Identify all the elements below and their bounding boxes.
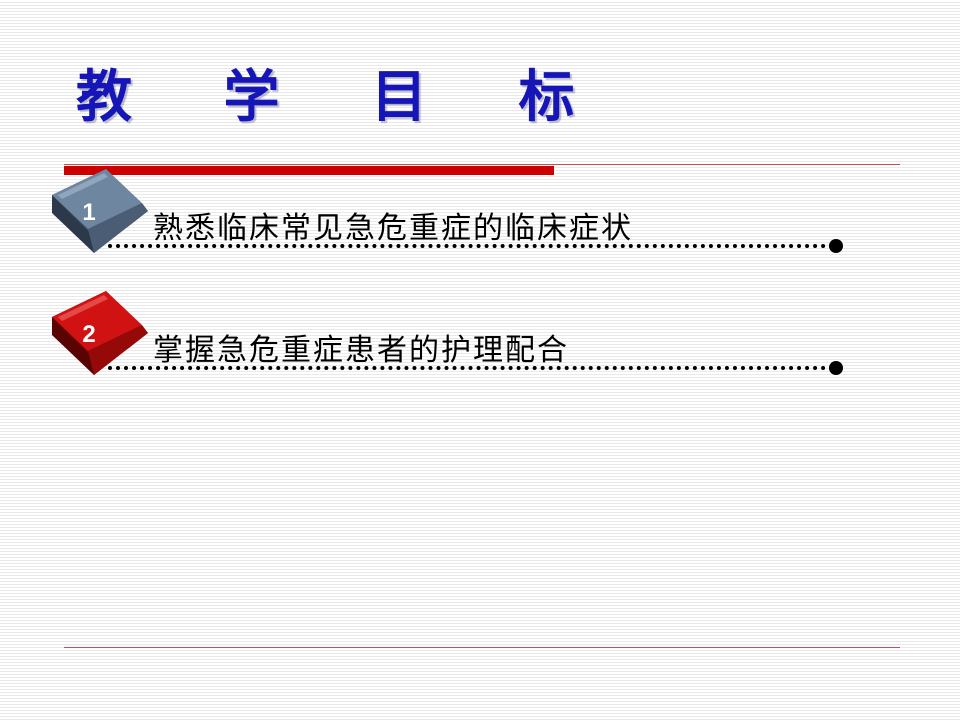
objective-item-1: 1 熟悉临床常见急危重症的临床症状 <box>48 165 848 265</box>
title-divider-thin <box>64 164 900 165</box>
slide-title: 教 学 目 标 <box>76 64 611 130</box>
dotted-leader <box>108 244 834 248</box>
objective-text: 掌握急危重症患者的护理配合 <box>153 333 569 368</box>
number-badge-icon: 1 <box>48 165 158 261</box>
dotted-leader <box>108 366 834 370</box>
bullet-end-icon <box>829 239 843 253</box>
number-badge-icon: 2 <box>48 287 158 383</box>
badge-number: 2 <box>82 321 96 348</box>
footer-divider <box>64 647 900 648</box>
objective-text: 熟悉临床常见急危重症的临床症状 <box>153 211 633 246</box>
bullet-end-icon <box>829 361 843 375</box>
objective-item-2: 2 掌握急危重症患者的护理配合 <box>48 287 848 387</box>
title-divider-accent <box>64 166 554 175</box>
badge-number: 1 <box>82 199 96 226</box>
